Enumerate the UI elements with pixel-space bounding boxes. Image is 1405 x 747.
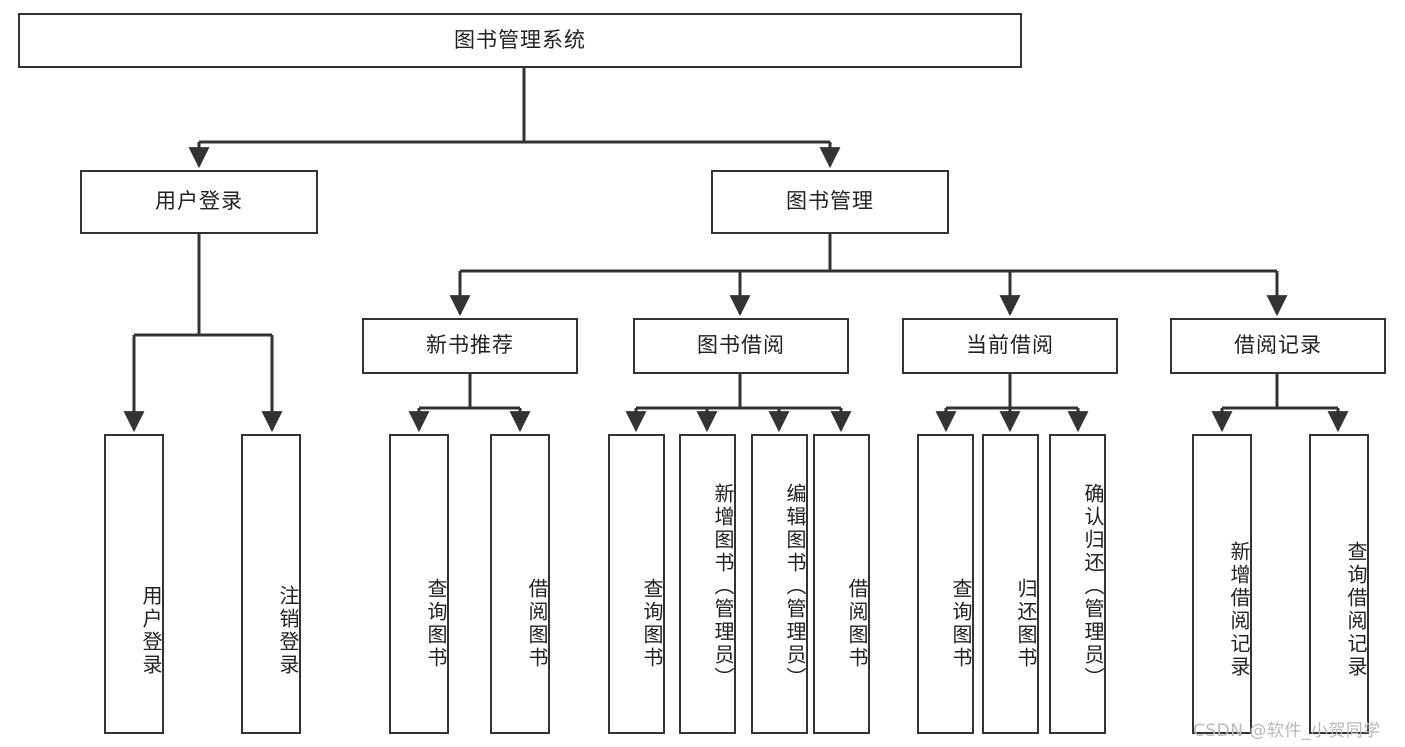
node-book-borrow[interactable]: 图书借阅 bbox=[633, 318, 849, 374]
node-label: 借阅图书 bbox=[845, 578, 869, 670]
node-label: 用户登录 bbox=[155, 189, 243, 214]
leaf-user-login-logout[interactable]: 注销登录 bbox=[241, 434, 301, 734]
node-label: 借阅记录 bbox=[1234, 333, 1322, 358]
node-book-management[interactable]: 图书管理 bbox=[711, 170, 949, 234]
node-label: 编辑图书（管理员） bbox=[783, 482, 807, 690]
leaf-current-borrow-query-book[interactable]: 查询图书 bbox=[917, 434, 974, 734]
node-label: 查询图书 bbox=[949, 578, 973, 670]
leaf-current-borrow-confirm-return-admin[interactable]: 确认归还（管理员） bbox=[1049, 434, 1106, 734]
leaf-borrow-record-query-record[interactable]: 查询借阅记录 bbox=[1309, 434, 1369, 734]
node-label: 新书推荐 bbox=[426, 333, 514, 358]
node-label: 归还图书 bbox=[1014, 578, 1038, 670]
node-user-login[interactable]: 用户登录 bbox=[80, 170, 318, 234]
node-label: 确认归还（管理员） bbox=[1081, 482, 1105, 690]
leaf-borrow-record-add-record[interactable]: 新增借阅记录 bbox=[1192, 434, 1252, 734]
node-label: 当前借阅 bbox=[966, 333, 1054, 358]
leaf-current-borrow-return-book[interactable]: 归还图书 bbox=[982, 434, 1039, 734]
leaf-book-borrow-edit-book-admin[interactable]: 编辑图书（管理员） bbox=[751, 434, 808, 734]
leaf-user-login-login[interactable]: 用户登录 bbox=[104, 434, 164, 734]
node-new-book-recommend[interactable]: 新书推荐 bbox=[362, 318, 578, 374]
node-label: 查询借阅记录 bbox=[1344, 541, 1368, 679]
leaf-new-book-borrow-book[interactable]: 借阅图书 bbox=[490, 434, 550, 734]
node-label: 查询图书 bbox=[640, 578, 664, 670]
node-label: 新增图书（管理员） bbox=[711, 482, 735, 690]
node-current-borrow[interactable]: 当前借阅 bbox=[902, 318, 1118, 374]
node-label: 注销登录 bbox=[276, 585, 300, 677]
node-label: 用户登录 bbox=[139, 585, 163, 677]
node-label: 图书管理 bbox=[786, 189, 874, 214]
leaf-book-borrow-query-book[interactable]: 查询图书 bbox=[608, 434, 665, 734]
leaf-new-book-query-book[interactable]: 查询图书 bbox=[389, 434, 449, 734]
leaf-book-borrow-add-book-admin[interactable]: 新增图书（管理员） bbox=[679, 434, 736, 734]
leaf-book-borrow-borrow-book[interactable]: 借阅图书 bbox=[813, 434, 870, 734]
node-label: 图书管理系统 bbox=[454, 27, 586, 52]
node-root-book-management-system[interactable]: 图书管理系统 bbox=[18, 13, 1022, 68]
node-borrow-record[interactable]: 借阅记录 bbox=[1170, 318, 1386, 374]
node-label: 查询图书 bbox=[424, 578, 448, 670]
node-label: 借阅图书 bbox=[525, 578, 549, 670]
node-label: 新增借阅记录 bbox=[1227, 541, 1251, 679]
csdn-watermark: CSDN @软件_小贺同学 bbox=[1193, 721, 1381, 741]
node-label: 图书借阅 bbox=[697, 333, 785, 358]
